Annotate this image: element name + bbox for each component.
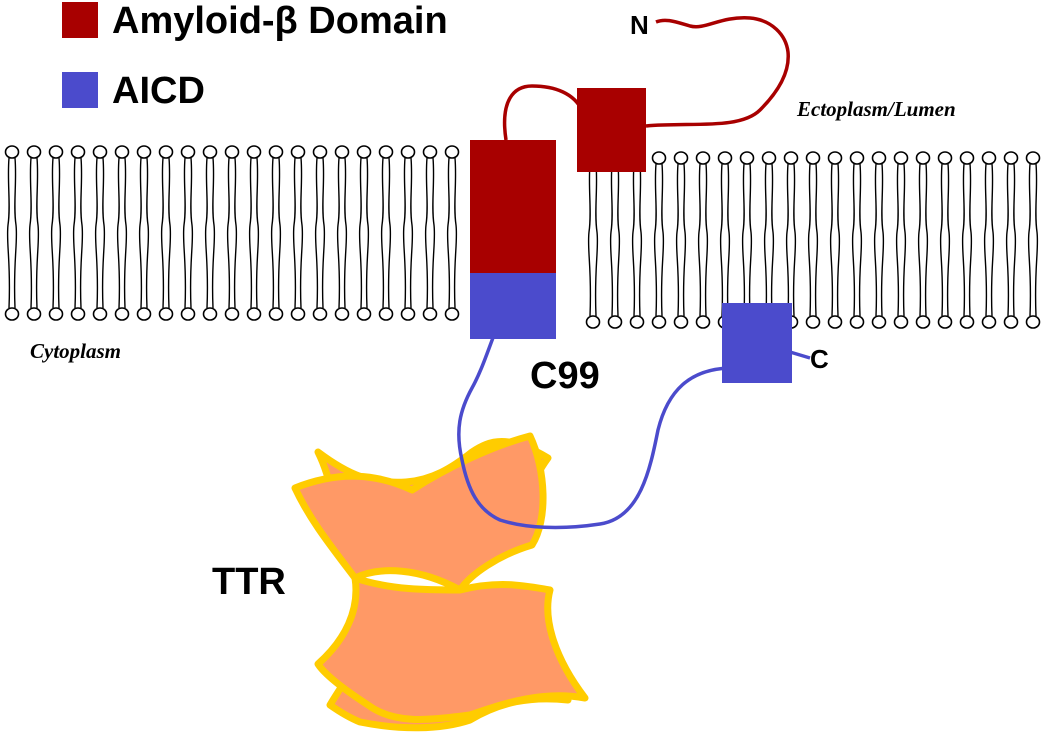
lipid-molecule [761,151,777,329]
lipid-molecule [224,145,240,321]
lipid-molecule [422,145,438,321]
lipid-molecule [717,151,733,329]
ectodomain-block [577,88,646,172]
lipid-molecule [1025,151,1041,329]
aicd-c-terminal-block [722,303,792,383]
c-terminus-label: C [810,344,829,374]
lipid-molecule [805,151,821,329]
lipid-molecule [444,145,460,321]
lipid-molecule [959,151,975,329]
lipid-molecule [739,151,755,329]
lipid-bilayer [4,145,1041,329]
lipid-molecule [651,151,667,329]
lipid-molecule [1003,151,1019,329]
legend-label-aicd: AICD [112,70,205,112]
lipid-molecule [334,145,350,321]
lipid-molecule [48,145,64,321]
lipid-molecule [136,145,152,321]
ectodomain-chain [645,16,790,128]
lipid-molecule [981,151,997,329]
legend-swatch-amyloid [62,2,98,38]
n-terminus-label: N [630,10,649,40]
lipid-molecule [378,145,394,321]
lipid-molecule [180,145,196,321]
lipid-molecule [827,151,843,329]
lipid-molecule [915,151,931,329]
lipid-molecule [268,145,284,321]
lipid-molecule [871,151,887,329]
lipid-molecule [585,151,601,329]
lipid-molecule [673,151,689,329]
lipid-molecule [629,151,645,329]
lipid-molecule [202,145,218,321]
lipid-molecule [246,145,262,321]
lipid-molecule [92,145,108,321]
lipid-molecule [70,145,86,321]
lipid-molecule [695,151,711,329]
lipid-molecule [158,145,174,321]
amyloid-beta-transmembrane-block [470,140,556,273]
lipid-molecule [26,145,42,321]
lipid-molecule [356,145,372,321]
lipid-molecule [4,145,20,321]
ectoplasm-label: Ectoplasm/Lumen [796,97,956,121]
lipid-molecule [783,151,799,329]
c99-cytoplasmic-tail [457,329,729,530]
lipid-molecule [893,151,909,329]
c-terminal-tail [789,350,811,360]
aicd-membrane-block [470,273,556,339]
lipid-molecule [849,151,865,329]
lipid-molecule [114,145,130,321]
lipid-molecule [400,145,416,321]
legend: Amyloid-β Domain AICD [62,0,448,112]
amyloid-linker [502,84,584,141]
cytoplasm-label: Cytoplasm [30,339,121,363]
legend-label-amyloid: Amyloid-β Domain [112,0,448,42]
lipid-molecule [937,151,953,329]
ttr-label: TTR [212,561,286,603]
lipid-molecule [290,145,306,321]
legend-swatch-aicd [62,72,98,108]
lipid-molecule [607,151,623,329]
lipid-molecule [312,145,328,321]
ttr-subunit-bottom [314,574,589,723]
c99-label: C99 [530,355,600,397]
ttr-protein [291,432,589,732]
